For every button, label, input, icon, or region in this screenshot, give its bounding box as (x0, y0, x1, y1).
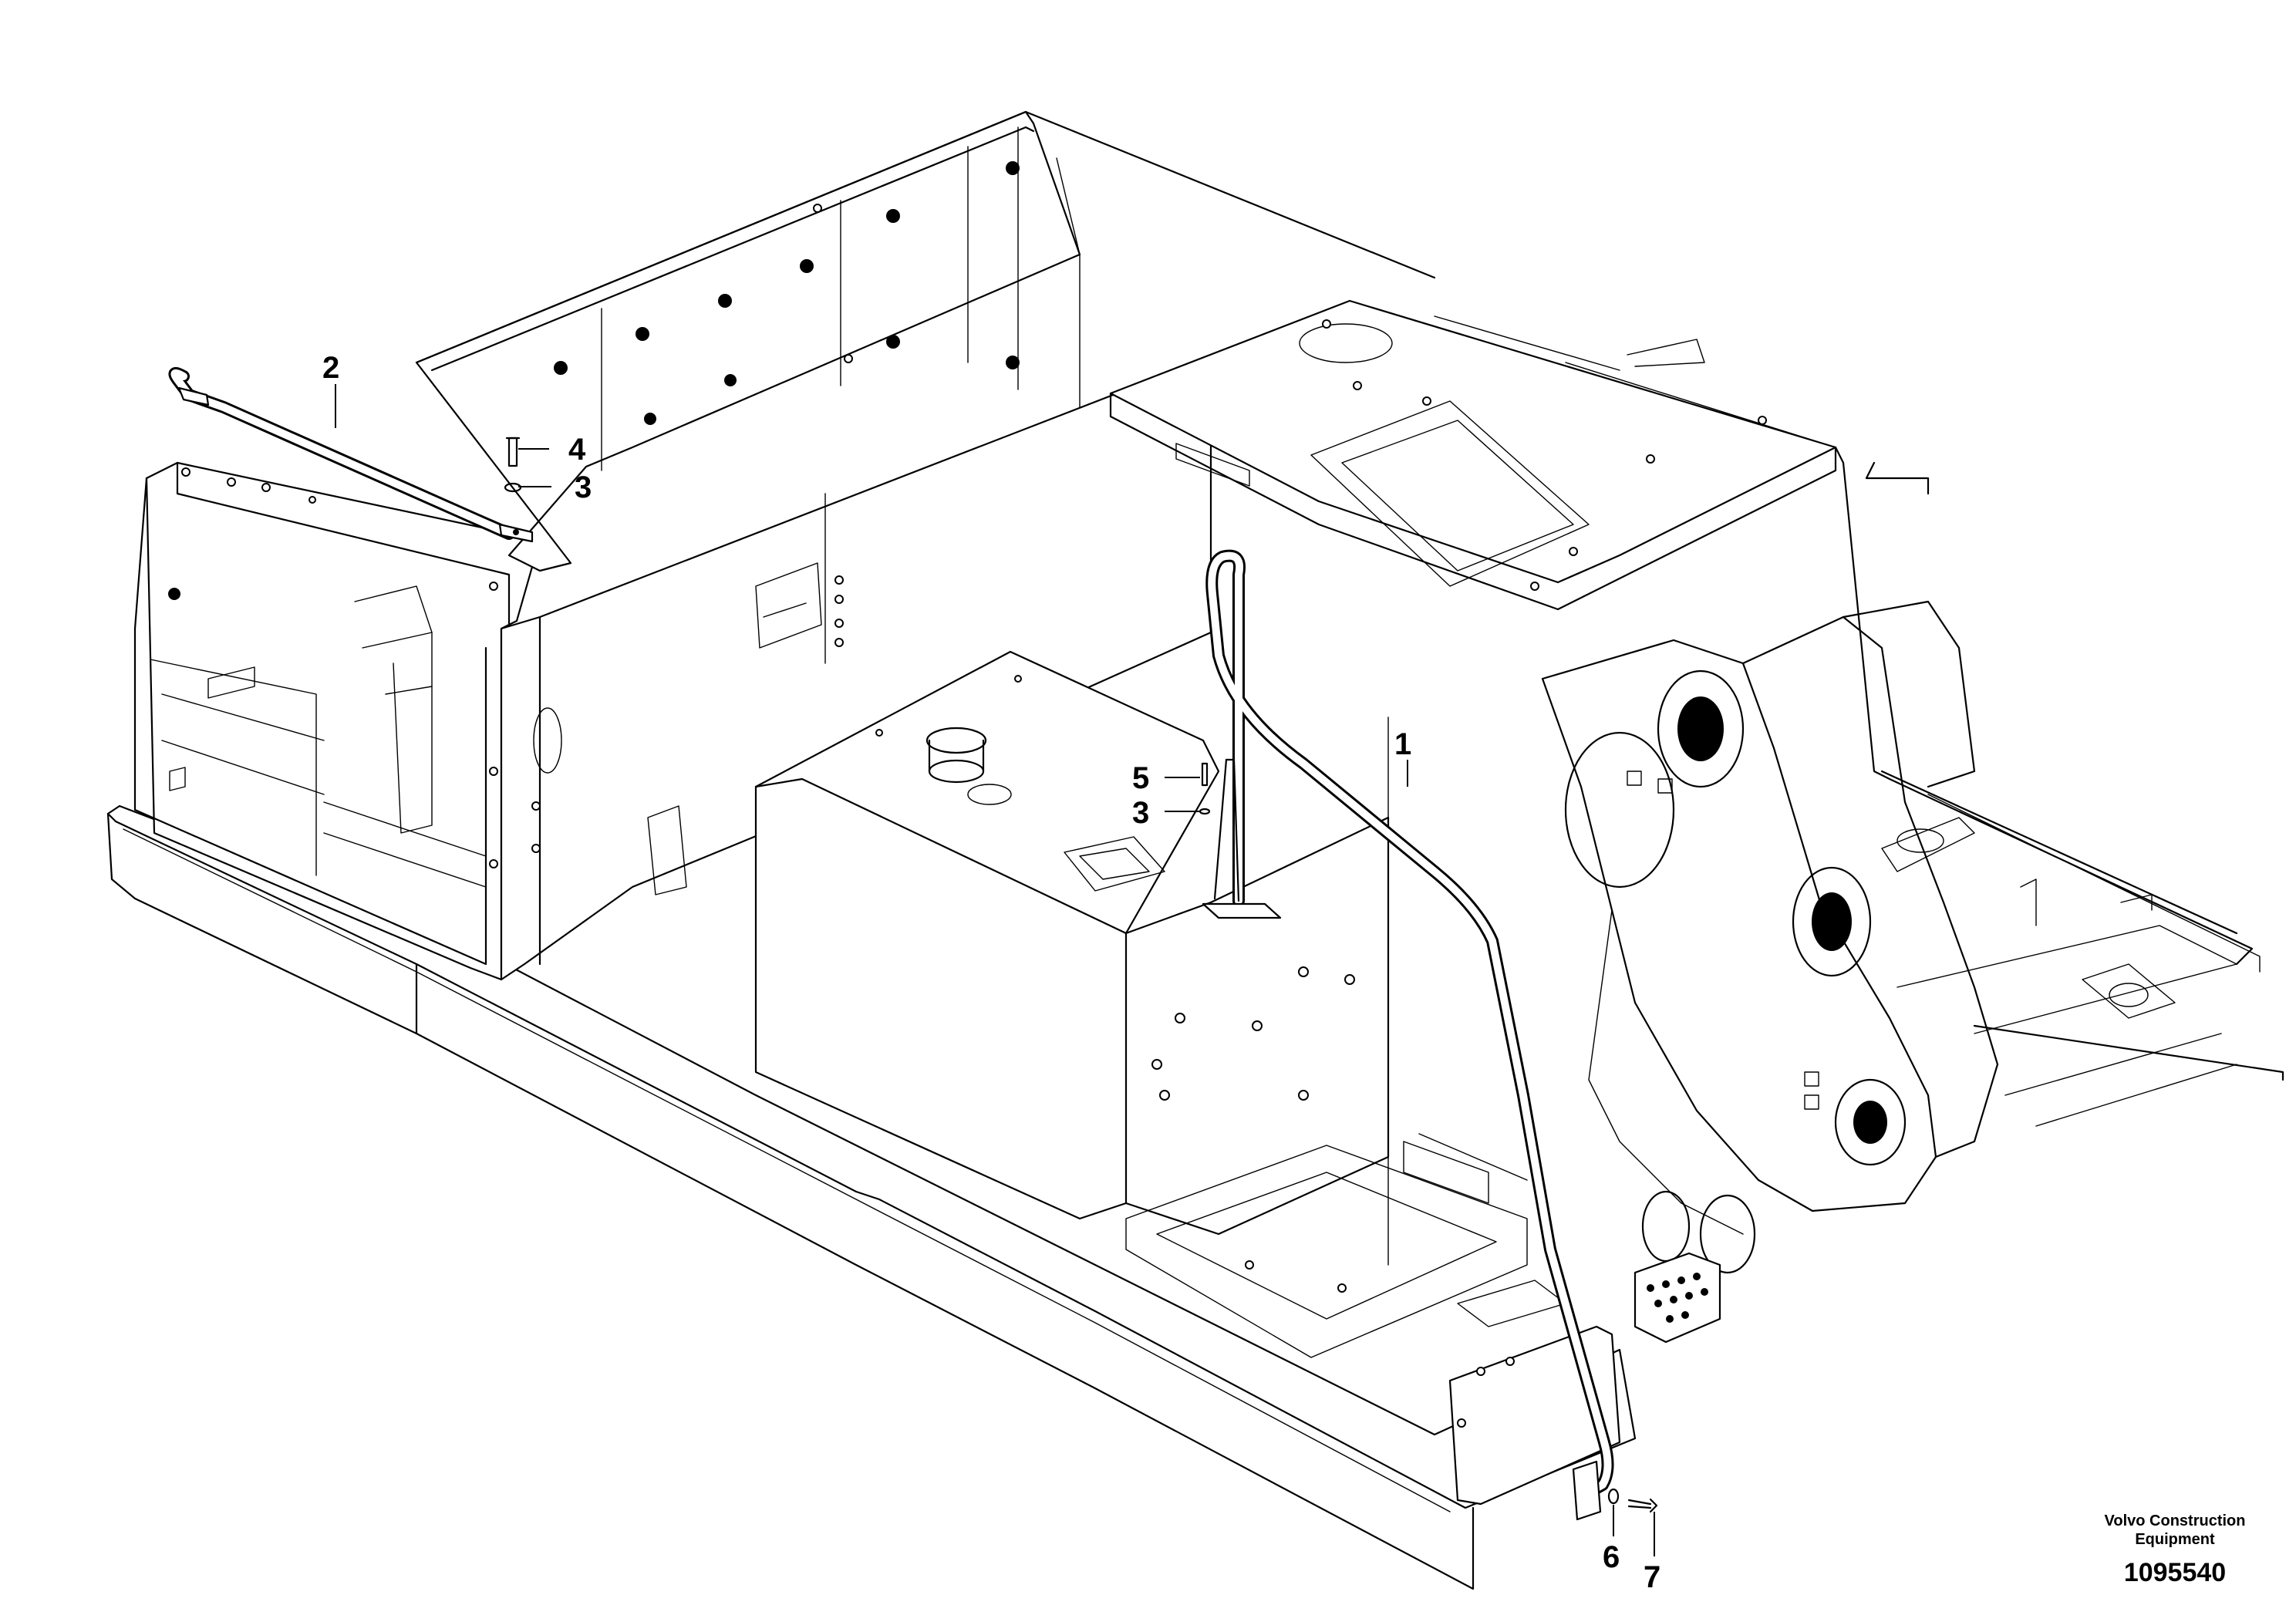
screw-4[interactable] (505, 437, 521, 467)
company-name-line2: Equipment (2135, 1531, 2215, 1548)
callout-4: 4 (568, 433, 586, 467)
leader-lines (335, 384, 1655, 1556)
callout-3b: 3 (1132, 796, 1149, 830)
callout-1: 1 (1394, 727, 1411, 761)
washer-3-mid[interactable] (1199, 808, 1211, 815)
drawing-number: 1095540 (2124, 1558, 2226, 1587)
callout-5: 5 (1132, 761, 1149, 795)
left-compartment (133, 461, 541, 981)
step-plate (1633, 1252, 1721, 1344)
boom-bracket (1541, 600, 1999, 1274)
callouts: 1 2 3 3 4 5 6 7 (322, 351, 1660, 1594)
callout-6: 6 (1603, 1540, 1620, 1574)
callout-3a: 3 (575, 470, 592, 504)
side-beam (106, 804, 1637, 1590)
callout-7: 7 (1644, 1560, 1660, 1594)
washer-6[interactable] (1607, 1488, 1620, 1505)
callout-2: 2 (322, 351, 339, 385)
handrail-short[interactable] (168, 366, 534, 543)
rear-bulkhead (415, 110, 1436, 572)
handrail-long[interactable] (1202, 549, 1614, 1521)
tank (754, 650, 1390, 1236)
screw-7[interactable] (1627, 1498, 1658, 1513)
upper-deck (1109, 299, 1837, 611)
right-side-rails (1834, 446, 2284, 1127)
screw-5[interactable] (1201, 762, 1209, 787)
branding: Volvo Construction Equipment 1095540 (2105, 1512, 2246, 1587)
company-name-line1: Volvo Construction (2105, 1512, 2246, 1529)
